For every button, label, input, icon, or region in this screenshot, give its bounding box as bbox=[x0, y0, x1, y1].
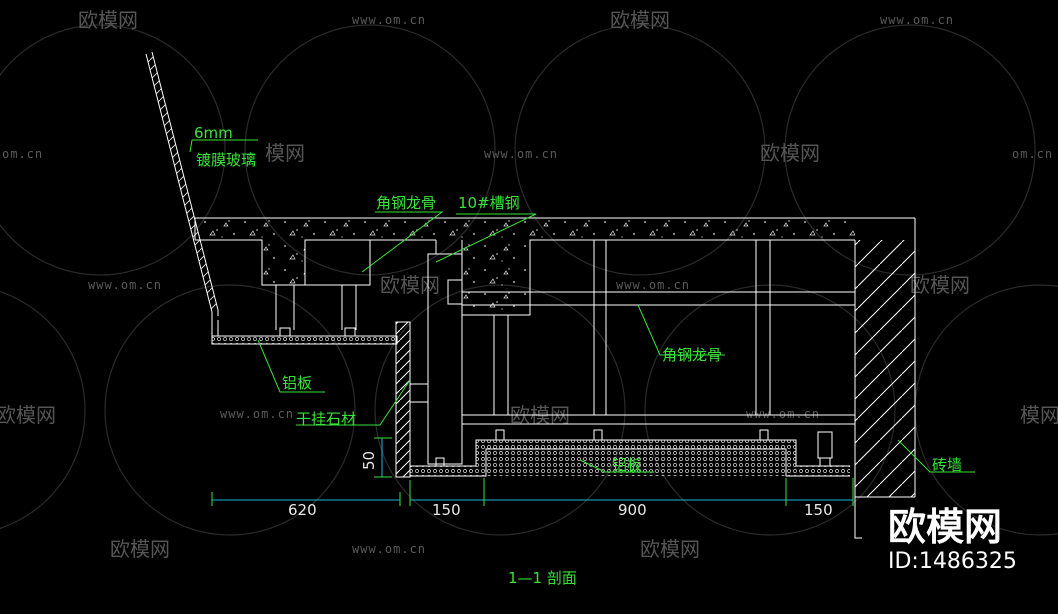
watermark-brand: 模网 bbox=[1020, 403, 1058, 427]
watermark-brand: 欧模网 bbox=[78, 8, 138, 32]
dimension-150-left: 150 bbox=[432, 501, 461, 519]
aluminum-label-left: 铝板 bbox=[282, 374, 312, 392]
dimension-lines bbox=[211, 437, 854, 506]
leader-lines bbox=[189, 139, 975, 473]
watermark-url: www.om.cn bbox=[746, 407, 820, 421]
watermark-url: www.om.cn bbox=[880, 13, 954, 27]
stamp-id: ID:1486325 bbox=[888, 549, 1017, 574]
watermark-url: www.om.cn bbox=[220, 407, 294, 421]
concrete-slab bbox=[194, 217, 915, 316]
watermark-brand: 欧模网 bbox=[380, 273, 440, 297]
site-stamp: 欧模网 ID:1486325 bbox=[888, 505, 1017, 575]
watermark-brand: 欧模网 bbox=[640, 537, 700, 561]
dry-stone-label: 干挂石材 bbox=[296, 410, 356, 428]
watermark-texts: 欧模网 www.om.cn 欧模网 www.om.cn om.cn 模网 www… bbox=[0, 8, 1058, 561]
dimension-620: 620 bbox=[288, 501, 317, 519]
watermark-url: www.om.cn bbox=[352, 542, 426, 556]
channel-steel-label: 10#槽钢 bbox=[458, 194, 520, 212]
watermark-url: www.om.cn bbox=[352, 13, 426, 27]
dimension-150-right: 150 bbox=[804, 501, 833, 519]
watermark-url: www.om.cn bbox=[88, 278, 162, 292]
dimension-50: 50 bbox=[360, 451, 378, 470]
angle-steel-label-top: 角钢龙骨 bbox=[376, 194, 436, 212]
brick-wall-label: 砖墙 bbox=[932, 456, 962, 474]
stamp-brand: 欧模网 bbox=[888, 505, 1003, 549]
aluminum-label-bottom: 铝板 bbox=[612, 456, 642, 474]
watermark-brand: 欧模网 bbox=[910, 273, 970, 297]
watermark-brand: 欧模网 bbox=[0, 403, 56, 427]
glass-type-label: 镀膜玻璃 bbox=[196, 151, 256, 169]
watermark-brand: 欧模网 bbox=[760, 141, 820, 165]
watermark-brand: 欧模网 bbox=[610, 8, 670, 32]
watermark-url: om.cn bbox=[2, 147, 43, 161]
brick-wall bbox=[854, 218, 916, 539]
section-title: 1—1 剖面 bbox=[508, 569, 577, 587]
glass-panel bbox=[145, 51, 219, 340]
glass-thickness-label: 6mm bbox=[194, 124, 233, 142]
watermark-brand: 模网 bbox=[265, 141, 305, 165]
watermark-url: www.om.cn bbox=[616, 278, 690, 292]
dimension-900: 900 bbox=[618, 501, 647, 519]
watermark-url: www.om.cn bbox=[484, 147, 558, 161]
watermark-url: om.cn bbox=[1012, 147, 1053, 161]
aluminum-panel-bottom bbox=[410, 429, 850, 477]
angle-steel-label-mid: 角钢龙骨 bbox=[662, 346, 722, 364]
stone-cladding bbox=[395, 321, 429, 478]
aluminum-panel-left bbox=[211, 320, 398, 345]
watermark-brand: 欧模网 bbox=[110, 537, 170, 561]
